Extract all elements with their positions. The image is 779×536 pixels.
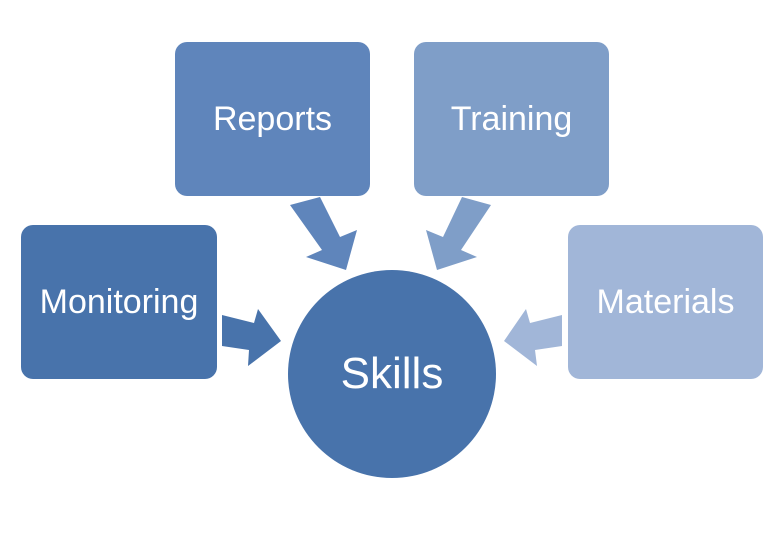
skills-label: Skills bbox=[340, 349, 444, 398]
arrow-reports-to-skills bbox=[290, 197, 357, 270]
skills-circle: Skills bbox=[288, 270, 496, 478]
arrow-training-to-skills bbox=[426, 197, 491, 270]
materials-box: Materials bbox=[568, 225, 763, 379]
reports-label: Reports bbox=[212, 99, 333, 138]
materials-label: Materials bbox=[596, 282, 735, 321]
training-label: Training bbox=[450, 99, 573, 138]
arrow-materials-to-skills bbox=[504, 309, 562, 366]
arrow-monitoring-to-skills bbox=[222, 309, 281, 366]
monitoring-label: Monitoring bbox=[39, 282, 199, 321]
reports-box: Reports bbox=[175, 42, 370, 196]
training-box: Training bbox=[414, 42, 609, 196]
monitoring-box: Monitoring bbox=[21, 225, 217, 379]
